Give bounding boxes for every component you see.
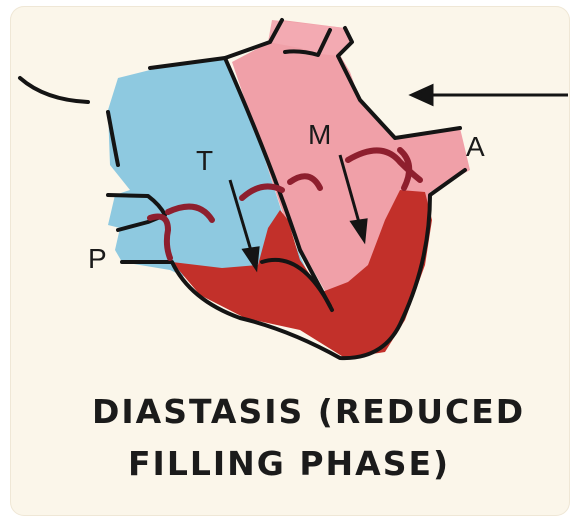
- tricuspid-label: T: [196, 145, 213, 176]
- caption-line-1: DIASTASIS (REDUCED: [92, 392, 562, 431]
- pulmonary-label: P: [88, 243, 107, 274]
- caption-line-2: FILLING PHASE): [128, 444, 577, 483]
- mitral-label: M: [308, 119, 331, 150]
- aortic-label: A: [466, 131, 485, 162]
